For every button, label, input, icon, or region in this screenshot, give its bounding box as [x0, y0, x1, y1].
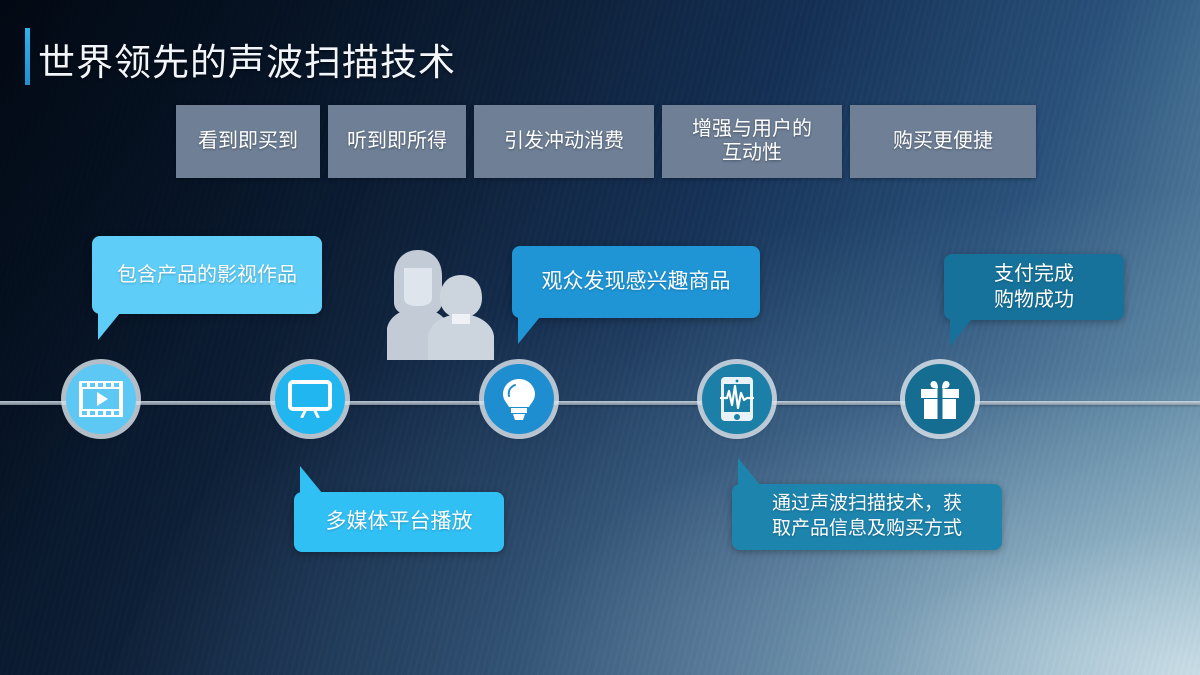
feature-box-5-label: 购买更便捷	[893, 129, 993, 152]
callout-scan-text-line1: 通过声波扫描技术，获	[771, 493, 962, 515]
feature-box-3[interactable]: 引发冲动消费	[474, 105, 654, 178]
callout-scan[interactable]: 通过声波扫描技术，获 取产品信息及购买方式	[732, 458, 1002, 550]
tv-monitor-icon	[288, 380, 332, 418]
callout-payment-text-line1: 支付完成	[994, 263, 1074, 285]
feature-box-4[interactable]: 增强与用户的 互动性	[662, 105, 842, 178]
callout-payment-tail	[950, 319, 972, 346]
callout-payment-text-line2: 购物成功	[994, 289, 1074, 311]
timeline-node-film-play[interactable]	[66, 364, 136, 434]
callout-multimedia-text: 多媒体平台播放	[325, 509, 473, 534]
feature-box-4-label-line2: 互动性	[722, 141, 782, 164]
callout-multimedia-tail	[300, 466, 322, 493]
page-title: 世界领先的声波扫描技术	[38, 43, 456, 84]
viewers-silhouette-icon	[374, 248, 494, 365]
callout-discover-tail	[518, 317, 540, 344]
smartphone-waveform-icon	[720, 376, 754, 422]
callout-payment[interactable]: 支付完成 购物成功	[944, 254, 1124, 346]
timeline-node-tv-monitor[interactable]	[275, 364, 345, 434]
feature-box-4-label-line1: 增强与用户的	[692, 117, 812, 140]
feature-box-2-label: 听到即所得	[347, 129, 447, 152]
feature-box-1-label: 看到即买到	[198, 129, 298, 152]
feature-box-row: 看到即买到 听到即所得 引发冲动消费 增强与用户的 互动性 购买更便捷	[176, 105, 1036, 178]
timeline-axis-line	[0, 401, 1200, 405]
film-play-icon	[78, 380, 124, 418]
callout-discover[interactable]: 观众发现感兴趣商品	[512, 246, 760, 344]
callout-multimedia[interactable]: 多媒体平台播放	[294, 466, 504, 552]
feature-box-1[interactable]: 看到即买到	[176, 105, 320, 178]
callout-scan-text-line2: 取产品信息及购买方式	[771, 518, 962, 539]
callout-discover-text: 观众发现感兴趣商品	[541, 269, 731, 294]
feature-box-5[interactable]: 购买更便捷	[850, 105, 1036, 178]
timeline-node-smartphone-waveform[interactable]	[702, 364, 772, 434]
timeline-node-lightbulb[interactable]	[484, 364, 554, 434]
gift-box-icon	[919, 378, 961, 420]
callout-scan-tail	[738, 458, 760, 485]
callout-film[interactable]: 包含产品的影视作品	[92, 236, 322, 340]
title-accent-bar	[25, 28, 30, 85]
callout-film-tail	[98, 313, 120, 340]
callout-film-text: 包含产品的影视作品	[117, 264, 297, 286]
feature-box-2[interactable]: 听到即所得	[328, 105, 466, 178]
timeline-node-gift-box[interactable]	[905, 364, 975, 434]
lightbulb-icon	[502, 378, 536, 420]
feature-box-3-label: 引发冲动消费	[504, 129, 624, 152]
